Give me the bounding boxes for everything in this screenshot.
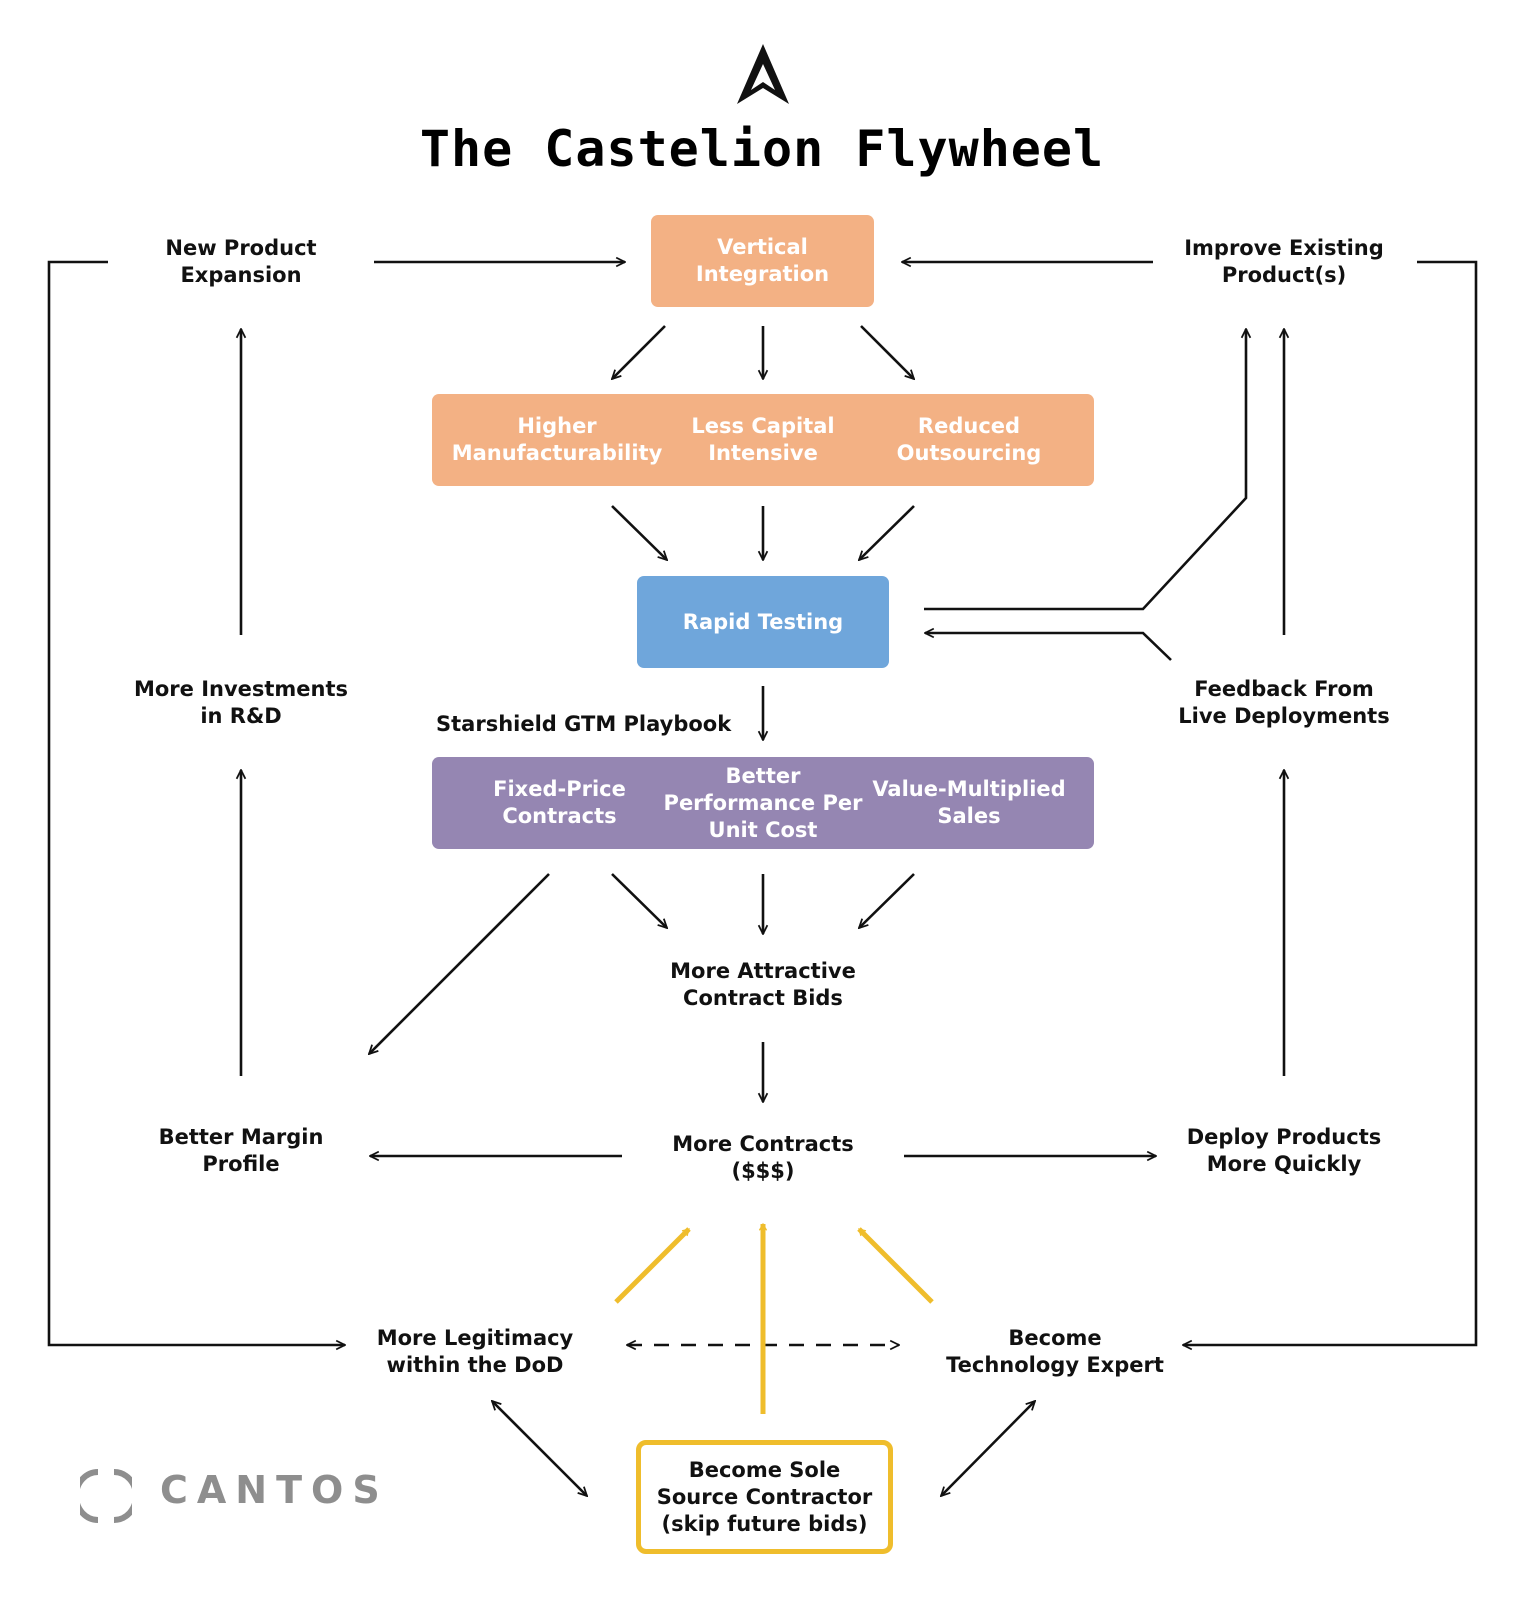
- arrow-vi-to-higher: [612, 325, 666, 379]
- node-better-performance: Better Performance Per Unit Cost: [663, 763, 863, 842]
- arrow-legitimacy-to-contracts: [614, 1227, 691, 1304]
- node-more-legitimacy-dod: More Legitimacy within the DoD: [376, 1326, 574, 1377]
- node-improve-existing-products: Improve Existing Product(s): [1184, 236, 1384, 287]
- node-better-margin-profile: Better Margin Profile: [158, 1125, 324, 1176]
- node-vertical-integration: Vertical Integration: [651, 215, 874, 307]
- node-more-investments-rd: More Investments in R&D: [133, 677, 349, 728]
- arrow-fixed-to-bids: [611, 873, 667, 928]
- page-title: The Castelion Flywheel: [419, 120, 1105, 178]
- node-fixed-price-contracts: Fixed-Price Contracts: [493, 777, 626, 828]
- node-deploy-products-quickly: Deploy Products More Quickly: [1186, 1125, 1382, 1176]
- loop-new-product-to-legitimacy: [47, 260, 345, 1345]
- node-feedback-live-deployments: Feedback From Live Deployments: [1178, 677, 1390, 728]
- cantos-wordmark: CANTOS: [160, 1468, 389, 1512]
- node-new-product-expansion: New Product Expansion: [165, 236, 317, 287]
- playbook-label: Starshield GTM Playbook: [436, 712, 732, 736]
- arrow-rapid-to-improve: [924, 329, 1246, 611]
- node-more-contracts: More Contracts ($$$): [672, 1132, 854, 1183]
- node-become-sole-source: Become Sole Source Contractor (skip futu…: [636, 1440, 893, 1554]
- benefits-box: Higher Manufacturability Less Capital In…: [432, 394, 1094, 486]
- arrow-expert-sole-source: [941, 1401, 1035, 1496]
- arrow-legitimacy-sole-source: [492, 1401, 587, 1496]
- arrow-feedback-to-rapid: [925, 633, 1172, 661]
- loop-improve-to-expert: [1183, 260, 1478, 1345]
- arrow-expert-to-contracts: [857, 1227, 934, 1304]
- playbook-box: Fixed-Price Contracts Better Performance…: [432, 757, 1094, 849]
- node-rapid-testing: Rapid Testing: [637, 576, 889, 668]
- castelion-logo-icon: [737, 44, 789, 104]
- cantos-ring-icon: [80, 1469, 132, 1523]
- node-become-technology-expert: Become Technology Expert: [946, 1326, 1164, 1377]
- arrow-vi-to-reduced: [860, 325, 914, 379]
- arrow-value-to-bids: [859, 873, 915, 928]
- node-higher-manufacturability: Higher Manufacturability: [451, 414, 663, 465]
- arrow-higher-to-rapid: [611, 505, 667, 560]
- node-reduced-outsourcing: Reduced Outsourcing: [896, 414, 1042, 465]
- arrow-reduced-to-rapid: [859, 505, 915, 560]
- arrow-fixed-to-margin: [369, 873, 550, 1054]
- node-less-capital-intensive: Less Capital Intensive: [691, 414, 835, 465]
- node-value-multiplied-sales: Value-Multiplied Sales: [872, 777, 1066, 828]
- node-more-attractive-bids: More Attractive Contract Bids: [670, 959, 856, 1010]
